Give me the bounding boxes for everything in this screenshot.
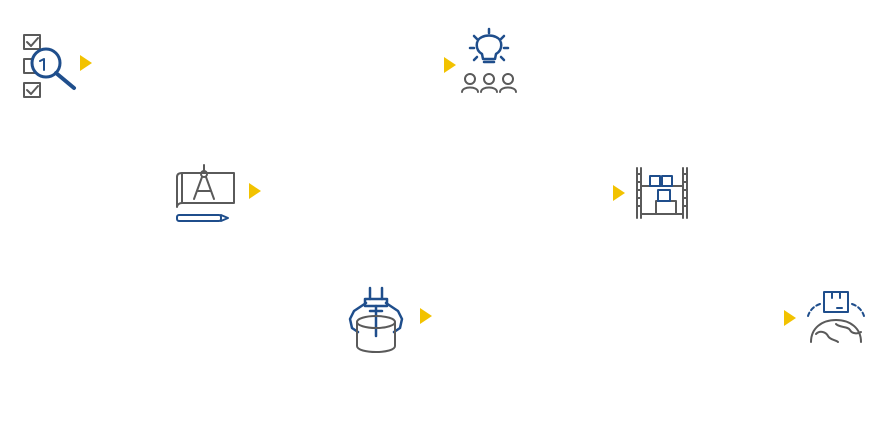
flow-arrow bbox=[784, 310, 796, 326]
global-shipping-icon bbox=[806, 290, 866, 346]
checklist-magnifier-icon bbox=[22, 32, 82, 102]
step-production bbox=[348, 286, 404, 354]
blueprint-compass-icon bbox=[174, 163, 238, 227]
idea-team-icon bbox=[460, 27, 518, 96]
flow-arrow bbox=[249, 183, 261, 199]
step-ideation bbox=[460, 27, 518, 96]
warehouse-shelf-icon bbox=[634, 166, 690, 220]
robotic-gripper-icon bbox=[348, 286, 404, 354]
flow-arrow bbox=[420, 308, 432, 324]
flow-arrow bbox=[444, 57, 456, 73]
flow-arrow bbox=[613, 185, 625, 201]
flow-arrow bbox=[80, 55, 92, 71]
step-design bbox=[174, 163, 238, 227]
step-distribution bbox=[806, 290, 866, 346]
step-storage bbox=[634, 166, 690, 220]
step-research bbox=[22, 32, 82, 102]
